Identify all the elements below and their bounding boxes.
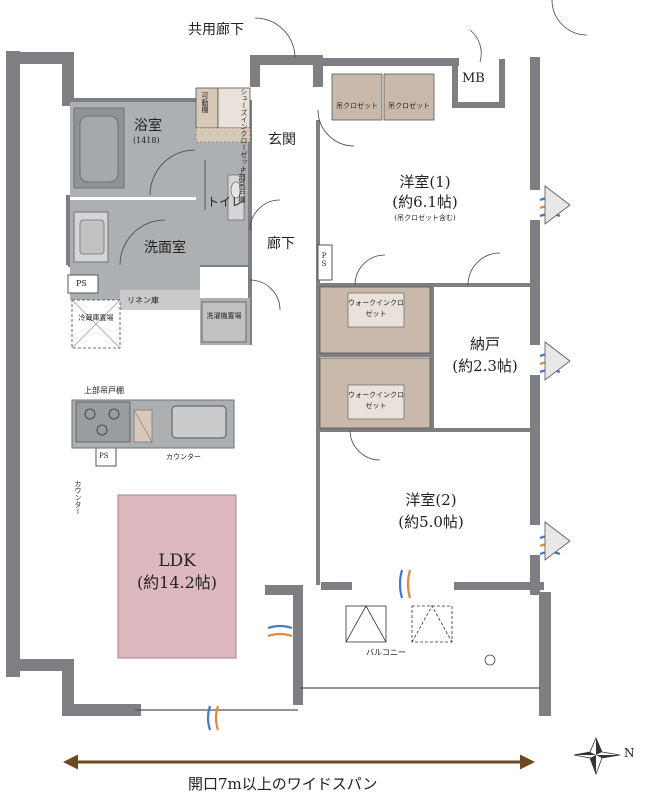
walkin-2-label: ウォークインクロゼット bbox=[348, 391, 404, 410]
hanging-closet-2-label: 吊クロゼット bbox=[388, 102, 430, 110]
washroom-corner bbox=[70, 290, 120, 300]
vanity-basin bbox=[79, 219, 105, 255]
window-sashes bbox=[544, 185, 571, 561]
balcony-outdoor-unit-1 bbox=[345, 605, 387, 643]
drain bbox=[484, 654, 496, 666]
toilet-label: トイレ bbox=[207, 195, 244, 209]
hanging-closet-2 bbox=[383, 73, 435, 121]
movable-shelf-label: 可動棚 bbox=[201, 92, 210, 113]
toilet-bowl bbox=[230, 181, 242, 199]
room2-size-label: (約5.0帖) bbox=[398, 513, 464, 531]
shelf-diag bbox=[133, 409, 153, 443]
room1-size-label: (約6.1帖) bbox=[392, 193, 458, 211]
balcony-label: バルコニー bbox=[366, 648, 406, 657]
shoes-closet-label: シューズインクローゼット bbox=[240, 88, 248, 172]
south-west-wall bbox=[7, 659, 74, 716]
ps-label-3: PS bbox=[99, 452, 109, 460]
fridge-area bbox=[71, 299, 121, 349]
washer-label: 洗濯機置場 bbox=[206, 312, 242, 320]
linen-box bbox=[120, 290, 200, 310]
walls bbox=[6, 51, 551, 716]
bath-label: 浴室 bbox=[134, 118, 162, 134]
toilet-upper-shelf-label: 上部吊戸棚 bbox=[238, 168, 247, 203]
walkin-closet-2-label-box bbox=[347, 384, 405, 420]
kitchen-sink bbox=[171, 405, 227, 439]
balcony-west-wall bbox=[265, 585, 303, 705]
unit-2-mark bbox=[411, 605, 453, 643]
bath-door-swing bbox=[149, 149, 196, 196]
counter-label: カウンター bbox=[166, 453, 201, 461]
hanging-closet-1-label: 吊クロゼット bbox=[336, 102, 378, 110]
fridge-label: 冷蔵庫置場 bbox=[78, 314, 114, 322]
mb-wall bbox=[452, 59, 505, 108]
walkin-1-label: ウォークインクロゼット bbox=[348, 299, 404, 318]
room1-name-label: 洋室(1) bbox=[399, 173, 451, 191]
upper-shelf bbox=[195, 127, 251, 143]
wide-span-caption: 開口7m以上のワイドスパン bbox=[188, 775, 378, 793]
storage-name-label: 納戸 bbox=[469, 335, 500, 353]
mb-label: MB bbox=[462, 71, 485, 86]
compass-icon bbox=[573, 736, 621, 776]
hallway-label: 廊下 bbox=[267, 236, 295, 252]
ps-label-1: PS bbox=[76, 279, 87, 288]
washroom-door-swing bbox=[119, 219, 166, 266]
ldk-name-label: LDK bbox=[158, 551, 196, 571]
entrance-label: 玄関 bbox=[268, 132, 296, 148]
common-corridor-label: 共用廊下 bbox=[188, 22, 244, 38]
walkin-closet-1-label-box bbox=[347, 292, 405, 328]
washroom-label: 洗面室 bbox=[144, 240, 186, 256]
linen-label: リネン庫 bbox=[127, 296, 159, 305]
ps-box-1 bbox=[67, 274, 99, 294]
bathtub-inner bbox=[79, 115, 119, 183]
room2-name-label: 洋室(2) bbox=[405, 491, 457, 509]
fridge-cross bbox=[71, 299, 121, 349]
north-west-wall bbox=[7, 52, 74, 106]
entrance-wall bbox=[250, 55, 323, 87]
balcony-outdoor-unit-2 bbox=[411, 605, 453, 643]
door-swings bbox=[249, 0, 588, 461]
burners bbox=[84, 408, 120, 436]
ps-box-2 bbox=[317, 244, 333, 281]
storage-size-label: (約2.3帖) bbox=[452, 357, 518, 375]
north-label: N bbox=[624, 746, 635, 760]
ldk-rug bbox=[117, 494, 237, 659]
room1-note-label: (吊クロゼット含む) bbox=[394, 214, 456, 222]
bath-room-ext bbox=[160, 102, 196, 197]
ldk-size-label: (約14.2帖) bbox=[136, 573, 218, 592]
unit-1-mark bbox=[345, 605, 387, 643]
counter-vertical-label: カウンター bbox=[74, 480, 83, 515]
stove bbox=[75, 401, 131, 443]
bath-size-label: (1418) bbox=[133, 136, 160, 145]
hanging-closet-1 bbox=[331, 73, 383, 121]
washer bbox=[201, 301, 247, 343]
kitchen-upper-shelf-label: 上部吊戸棚 bbox=[84, 386, 124, 395]
shoes-closet bbox=[217, 87, 251, 129]
ps-label-2: PS bbox=[320, 252, 329, 268]
